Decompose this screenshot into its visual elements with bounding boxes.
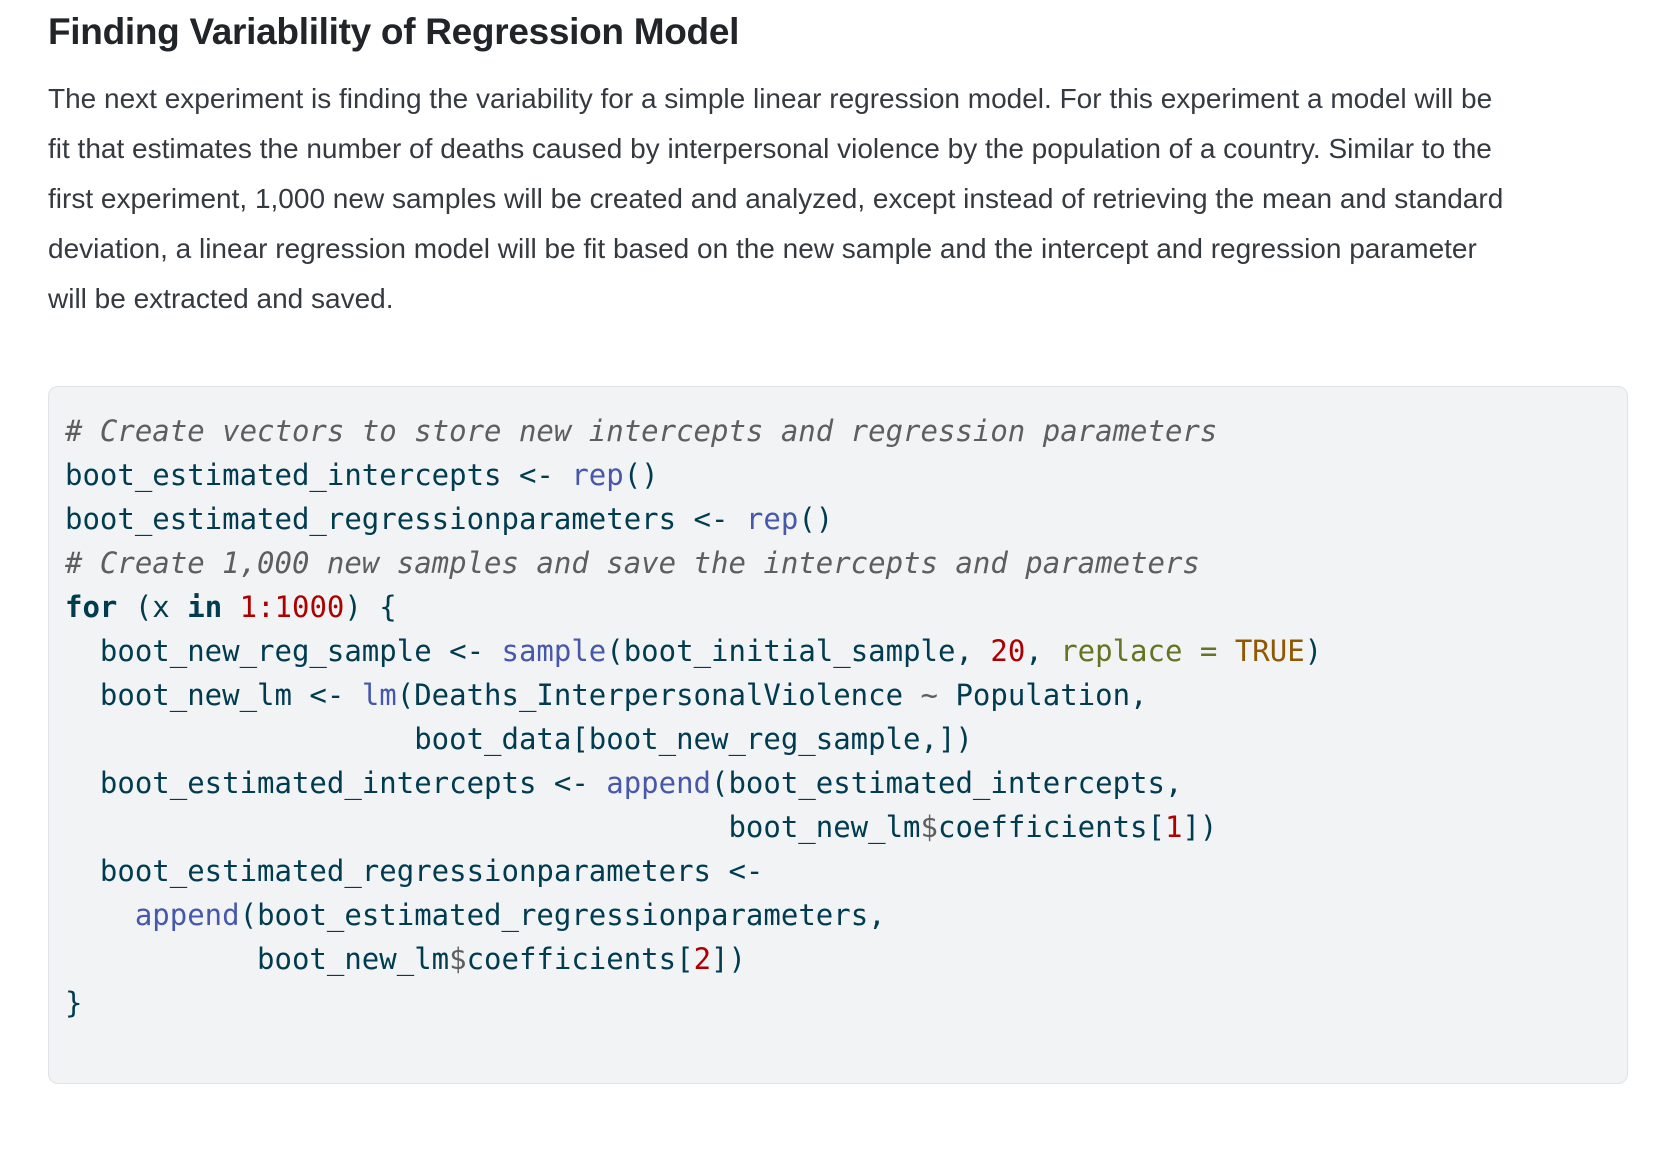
- code-token: ) {: [344, 590, 397, 624]
- code-line: # Create 1,000 new samples and save the …: [65, 541, 1611, 585]
- code-token: append: [606, 766, 712, 800]
- code-token: (boot_estimated_regressionparameters,: [239, 898, 886, 932]
- code-token: # Create vectors to store new intercepts…: [65, 414, 1218, 448]
- code-token: for: [65, 590, 118, 624]
- code-content: # Create vectors to store new intercepts…: [65, 409, 1611, 1025]
- code-token: boot_new_lm <-: [65, 678, 362, 712]
- code-token: boot_new_lm: [65, 810, 921, 844]
- code-token: boot_new_lm: [65, 942, 450, 976]
- code-token: in: [187, 590, 223, 624]
- code-line: boot_data[boot_new_reg_sample,]): [65, 717, 1611, 761]
- intro-paragraph: The next experiment is finding the varia…: [48, 83, 1504, 314]
- code-token: lm: [361, 678, 397, 712]
- code-token: rep: [571, 458, 624, 492]
- code-token: 2: [693, 942, 712, 976]
- code-token: [65, 898, 135, 932]
- code-token: }: [65, 986, 83, 1020]
- code-line: boot_estimated_intercepts <- append(boot…: [65, 761, 1611, 805]
- code-token: # Create 1,000 new samples and save the …: [65, 546, 1200, 580]
- code-token: coefficients[: [466, 942, 694, 976]
- code-token: ,: [1025, 634, 1061, 668]
- code-line: boot_new_lm$coefficients[2]): [65, 937, 1611, 981]
- code-token: [1217, 634, 1234, 668]
- code-token: (): [798, 502, 834, 536]
- code-token: ]): [1182, 810, 1218, 844]
- code-token: replace =: [1060, 634, 1218, 668]
- code-token: sample: [501, 634, 607, 668]
- code-line: boot_estimated_intercepts <- rep(): [65, 453, 1611, 497]
- code-token: (boot_initial_sample,: [606, 634, 991, 668]
- code-token: (boot_estimated_intercepts,: [711, 766, 1183, 800]
- code-token: 20: [990, 634, 1026, 668]
- code-line: # Create vectors to store new intercepts…: [65, 409, 1611, 453]
- code-line: boot_new_reg_sample <- sample(boot_initi…: [65, 629, 1611, 673]
- code-block: # Create vectors to store new intercepts…: [48, 386, 1628, 1084]
- code-token: $: [449, 942, 467, 976]
- code-token: coefficients[: [937, 810, 1165, 844]
- code-token: TRUE: [1234, 634, 1305, 668]
- code-token: boot_data[boot_new_reg_sample,]): [65, 722, 973, 756]
- code-token: [222, 590, 239, 624]
- code-line: boot_new_lm$coefficients[1]): [65, 805, 1611, 849]
- code-token: $: [920, 810, 938, 844]
- code-token: ): [1304, 634, 1323, 668]
- code-token: append: [134, 898, 240, 932]
- code-token: 1:1000: [239, 590, 345, 624]
- code-line: boot_estimated_regressionparameters <-: [65, 849, 1611, 893]
- code-token: (Deaths_InterpersonalViolence: [396, 678, 921, 712]
- code-token: (x: [117, 590, 188, 624]
- code-line: boot_new_lm <- lm(Deaths_InterpersonalVi…: [65, 673, 1611, 717]
- code-token: boot_estimated_regressionparameters <-: [65, 854, 764, 888]
- code-line: for (x in 1:1000) {: [65, 585, 1611, 629]
- code-token: (): [623, 458, 659, 492]
- code-token: boot_estimated_regressionparameters <-: [65, 502, 746, 536]
- code-token: boot_estimated_intercepts <-: [65, 458, 572, 492]
- code-token: Population,: [938, 678, 1148, 712]
- code-line: }: [65, 981, 1611, 1025]
- code-token: 1: [1164, 810, 1183, 844]
- code-line: append(boot_estimated_regressionparamete…: [65, 893, 1611, 937]
- code-line: boot_estimated_regressionparameters <- r…: [65, 497, 1611, 541]
- code-token: ]): [711, 942, 746, 976]
- document-page: Finding Variablility of Regression Model…: [48, 11, 1628, 1084]
- page-title: Finding Variablility of Regression Model: [48, 11, 740, 52]
- code-token: ~: [920, 678, 938, 712]
- code-token: rep: [745, 502, 799, 536]
- code-token: boot_new_reg_sample <-: [65, 634, 502, 668]
- code-token: boot_estimated_intercepts <-: [65, 766, 607, 800]
